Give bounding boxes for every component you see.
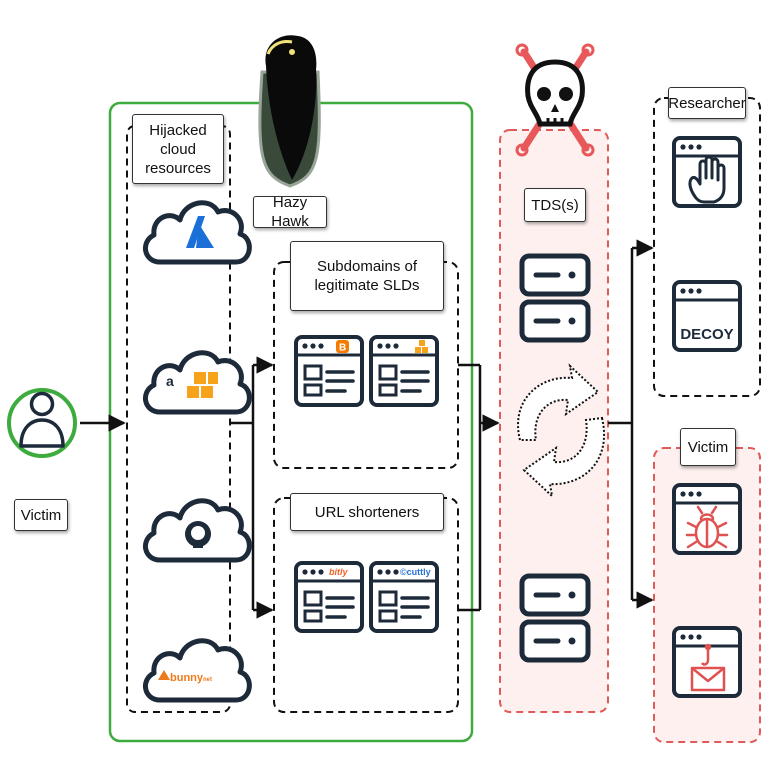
hand-stop-icon [688, 155, 726, 204]
github-cloud-icon [145, 501, 249, 560]
person-icon [7, 388, 77, 458]
cuttly-logo-text: cuttly [406, 567, 431, 577]
subdomains-label: Subdomains of legitimate SLDs [290, 241, 444, 311]
url-shorteners-label: URL shorteners [290, 493, 444, 531]
subdomains-box [273, 261, 459, 469]
bug-window [672, 483, 742, 555]
azure-cloud-icon [145, 203, 249, 262]
hijacked-label: Hijacked cloud resources [132, 114, 224, 184]
bunny-logo-text: bunny [170, 672, 203, 684]
hazy-hawk-label: Hazy Hawk [253, 194, 327, 230]
url-shorteners-box [273, 497, 459, 713]
victim-right-label: Victim [680, 428, 736, 466]
decoy-icon: DECOY [680, 326, 734, 343]
aws-cloud-icon: a [145, 353, 249, 412]
blogger-window: B [294, 335, 364, 407]
bug-icon [685, 505, 729, 549]
victim-left-label: Victim [14, 499, 68, 531]
phishing-mail-icon [690, 643, 726, 692]
circular-arrows-icon [517, 363, 605, 499]
hijacked-cloud-box [126, 125, 231, 713]
bunny-logo: bunnynet [170, 672, 212, 684]
cuttly-logo: ©cuttly [400, 567, 431, 577]
bitly-logo: bitly [329, 567, 348, 577]
svg-text:a: a [166, 373, 174, 389]
hawk-icon [258, 35, 321, 188]
tds-label: TDS(s) [524, 188, 586, 222]
phishing-window [672, 626, 742, 698]
hand-window [672, 136, 742, 208]
skull-crossbones-icon [515, 43, 595, 157]
bunny-cloud-icon [145, 641, 249, 700]
cuttly-mark: © [400, 567, 407, 577]
aws-window [369, 335, 439, 407]
svg-text:B: B [339, 343, 346, 354]
researcher-label: Researcher [668, 87, 746, 119]
bunny-logo-suffix: net [203, 677, 212, 683]
